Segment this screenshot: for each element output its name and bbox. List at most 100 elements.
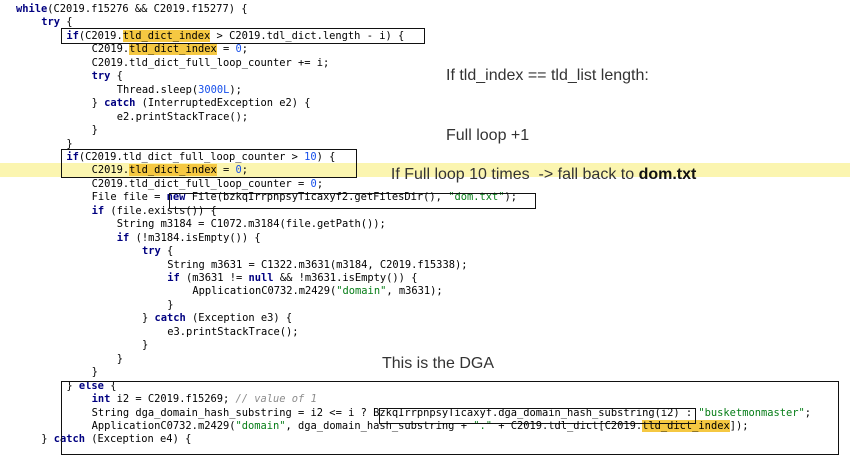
code-token: String m3631 = C1322.m3631(m3184, C2019.…: [167, 258, 468, 271]
full-loop-annotation-line2: Full loop +1: [446, 127, 530, 144]
code-line: }: [0, 338, 850, 352]
code-token: if: [116, 231, 130, 244]
code-token: }: [142, 339, 149, 352]
code-token: =: [216, 164, 236, 177]
code-token: ) {: [316, 150, 336, 163]
code-token: );: [229, 83, 242, 96]
code-token: tld_dict_index: [122, 29, 211, 42]
code-token: if: [66, 29, 79, 42]
code-token: 0: [310, 177, 317, 190]
code-line: } catch (Exception e3) {: [0, 311, 850, 325]
code-token: "domain": [336, 285, 387, 298]
code-line: } catch (Exception e4) {: [0, 432, 850, 446]
code-line: e3.printStackTrace();: [0, 325, 850, 339]
code-token: // value of 1: [235, 393, 317, 406]
code-token: }: [167, 298, 174, 311]
code-token: ApplicationC0732.m2429(: [91, 419, 236, 432]
dga-annotation: This is the DGA: [382, 355, 495, 372]
code-line: }: [0, 298, 850, 312]
code-token: );: [504, 191, 518, 204]
code-token: }: [91, 97, 105, 110]
code-token: e2.printStackTrace();: [116, 110, 249, 123]
code-token: + C2019.tdl_dict[C2019.: [491, 419, 643, 432]
code-token: {: [66, 16, 73, 29]
code-token: C2019.: [91, 43, 130, 56]
code-line: if (m3631 != null && !m3631.isEmpty()) {: [0, 271, 850, 285]
code-token: ApplicationC0732.m2429(: [192, 285, 337, 298]
full-loop-annotation-line1: If tld_index == tld_list length:: [446, 67, 649, 84]
code-token: (file.exists()) {: [104, 204, 217, 217]
code-token: tld_dict_index: [129, 164, 217, 177]
code-token: 0: [235, 164, 242, 177]
code-token: String dga_domain_hash_substring = i2 <=…: [91, 406, 699, 419]
code-line: }: [0, 137, 850, 151]
code-token: }: [116, 352, 124, 365]
code-token: }: [66, 137, 73, 150]
code-token: try: [142, 245, 161, 258]
code-line: }: [0, 365, 850, 379]
code-token: while: [16, 3, 48, 15]
code-token: "domain": [235, 419, 286, 432]
code-token: }: [142, 312, 155, 325]
code-line: String m3631 = C1322.m3631(m3184, C2019.…: [0, 258, 850, 272]
code-token: (m3631 !=: [179, 272, 249, 284]
code-token: C2019.: [91, 164, 130, 177]
code-token: (InterruptedException e2) {: [135, 97, 311, 110]
fallback-annotation-text: If Full loop 10 times -> fall back to: [390, 166, 639, 183]
code-token: , m3631);: [386, 285, 443, 298]
code-token: try: [91, 70, 111, 83]
code-token: (!m3184.isEmpty()) {: [129, 231, 261, 244]
code-token: , dga_domain_hash_substring +: [285, 419, 474, 432]
code-token: e3.printStackTrace();: [167, 325, 299, 338]
code-line: int i2 = C2019.f15269; // value of 1: [0, 392, 850, 406]
code-token: if: [66, 150, 79, 163]
code-token: "dom.txt": [448, 191, 505, 204]
code-line: } catch (InterruptedException e2) {: [0, 96, 850, 110]
code-token: {: [110, 70, 123, 83]
code-token: ;: [241, 164, 249, 177]
code-token: > C2019.tdl_dict.length - i) {: [210, 29, 405, 42]
code-token: new: [166, 191, 186, 204]
code-line: if(C2019.tld_dict_index > C2019.tdl_dict…: [0, 29, 850, 43]
code-token: {: [103, 379, 117, 392]
code-line: if(C2019.tld_dict_full_loop_counter > 10…: [0, 150, 850, 164]
code-line: if (file.exists()) {: [0, 204, 850, 218]
code-line: C2019.tld_dict_index = 0;: [0, 163, 850, 178]
code-token: =: [216, 43, 236, 56]
code-token: ;: [804, 406, 812, 419]
code-line: Thread.sleep(3000L);: [0, 83, 850, 97]
code-line: C2019.tld_dict_full_loop_counter += i;: [0, 56, 850, 70]
code-line: try {: [0, 15, 850, 29]
code-token: if: [167, 272, 180, 284]
code-token: try: [41, 16, 60, 29]
code-token: ;: [241, 43, 249, 56]
code-line: C2019.tld_dict_full_loop_counter = 0;: [0, 177, 850, 191]
full-loop-annotation: If tld_index == tld_list length: Full lo…: [446, 26, 649, 166]
code-token: catch: [104, 97, 136, 110]
code-token: tld_dict_index: [642, 419, 730, 432]
code-line: while(C2019.f15276 && C2019.f15277) {: [0, 2, 850, 16]
code-token: C2019.tld_dict_full_loop_counter =: [91, 177, 311, 190]
code-token: File(bzkqIrrpnpsyTicaxyf2.getFilesDir(),: [185, 191, 449, 204]
code-token: (C2019.: [78, 29, 123, 42]
code-token: 0: [235, 43, 242, 56]
code-line: try {: [0, 69, 850, 83]
code-token: null: [248, 272, 274, 284]
code-line: String dga_domain_hash_substring = i2 <=…: [0, 406, 850, 420]
code-line: ApplicationC0732.m2429("domain", m3631);: [0, 284, 850, 298]
code-token: C2019.tld_dict_full_loop_counter += i;: [91, 56, 330, 69]
code-token: 3000L: [198, 83, 230, 96]
code-line: }: [0, 352, 850, 366]
code-line: File file = new File(bzkqIrrpnpsyTicaxyf…: [0, 190, 850, 204]
code-token: int: [91, 393, 111, 406]
code-token: String m3184 = C1072.m3184(file.getPath(…: [116, 218, 386, 231]
code-token: ;: [316, 177, 324, 190]
code-token: else: [78, 379, 104, 392]
code-line: ApplicationC0732.m2429("domain", dga_dom…: [0, 419, 850, 433]
code-token: i2 = C2019.f15269;: [110, 393, 236, 406]
code-token: (C2019.tld_dict_full_loop_counter >: [78, 150, 305, 163]
code-token: "busketmonmaster": [698, 406, 805, 419]
code-token: && !m3631.isEmpty()) {: [273, 272, 418, 284]
code-token: (Exception e3) {: [185, 312, 293, 325]
